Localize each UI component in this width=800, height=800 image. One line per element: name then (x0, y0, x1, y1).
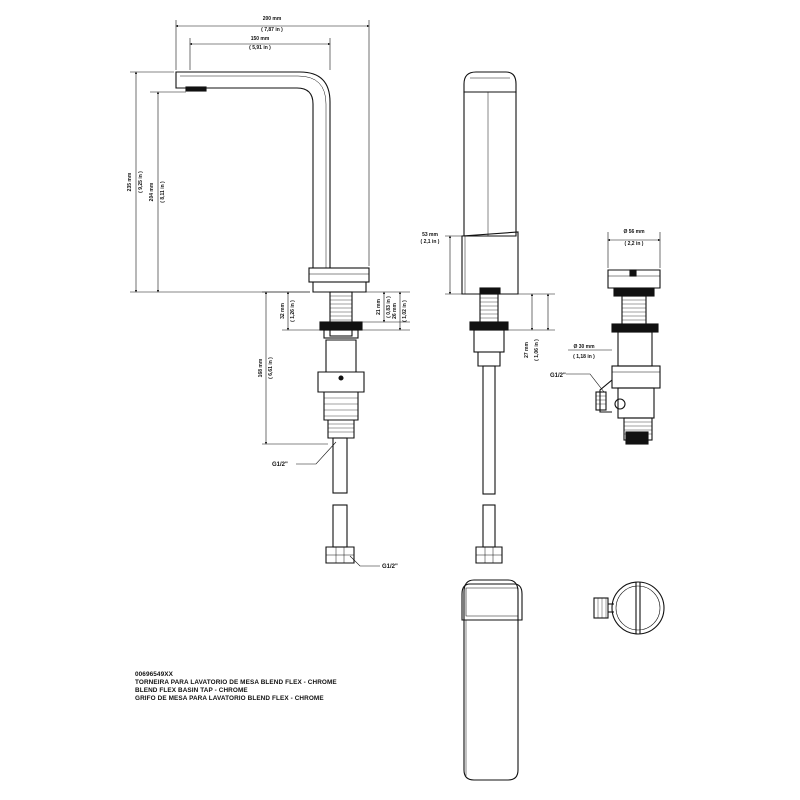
body-flange (312, 281, 367, 293)
dim-flange-depth-in: ( 1,26 in ) (290, 300, 296, 322)
body-base (308, 267, 370, 283)
dim-hole-diameter-mm: Ø 30 mm (573, 344, 595, 350)
dim-shank-length-mm: 168 mm (258, 358, 264, 377)
detail-view-dimensions (566, 232, 661, 393)
front-body-lower (461, 231, 519, 295)
dim-base-diameter-in: ( 2,2 in ) (625, 241, 644, 247)
callout-g-side: G1/2" (550, 373, 566, 379)
dim-overall-height-mm: 235 mm (127, 172, 133, 191)
front-hose-lower (482, 504, 496, 548)
product-name-pt: TORNEIRA PARA LAVATORIO DE MESA BLEND FL… (135, 679, 337, 686)
spout-inner-line (180, 75, 327, 268)
detail-mount-nut (611, 323, 659, 333)
dim-side-shank-in: ( 1,06 in ) (534, 339, 540, 361)
front-hose (482, 365, 496, 495)
front-body (463, 91, 517, 237)
dim-spout-reach-in: ( 5,91 in ) (249, 45, 271, 51)
product-name-en: BLEND FLEX BASIN TAP - CHROME (135, 687, 248, 694)
dim-overall-reach-in: ( 7,87 in ) (261, 27, 283, 33)
dim-body-width-in: ( 2,1 in ) (421, 239, 440, 245)
side-view (175, 71, 370, 564)
hose (332, 437, 348, 494)
mount-nut (319, 321, 363, 331)
hose-nut (325, 546, 355, 564)
detail-view (595, 269, 661, 445)
front-hose-nut (475, 546, 503, 564)
dim-spout-height-in: ( 8,11 in ) (160, 181, 166, 203)
dim-nut-height-mm: 21 mm (376, 299, 382, 315)
dim-shank-length-in: ( 6,61 in ) (268, 357, 274, 379)
top-view-outer (461, 583, 523, 621)
dim-overall-height-in: ( 9,25 in ) (138, 171, 144, 193)
callout-g-hose: G1/2" (382, 564, 398, 570)
dim-base-diameter-mm: Ø 56 mm (623, 229, 645, 235)
dim-max-deck-mm: 26 mm (392, 303, 398, 319)
front-view (461, 71, 519, 564)
spout-outline (175, 71, 331, 269)
top-view-body (463, 579, 519, 781)
side-view-dimension-text: 200 mm ( 7,87 in ) 150 mm ( 5,91 in ) 23… (127, 16, 408, 570)
front-spout-top (463, 71, 517, 93)
dim-flange-depth-mm: 32 mm (280, 303, 286, 319)
detail-view-dimension-text: Ø 56 mm ( 2,2 in ) Ø 30 mm ( 1,18 in ) G… (550, 229, 645, 379)
title-block: 00696549XX TORNEIRA PARA LAVATORIO DE ME… (135, 671, 435, 703)
top-view (461, 579, 523, 781)
valve-indicator (338, 375, 344, 381)
dim-overall-reach-mm: 200 mm (263, 16, 282, 22)
dim-nut-height-in: ( 0,83 in ) (386, 296, 392, 318)
front-mount-nut (469, 321, 509, 331)
valve-body (325, 339, 357, 373)
front-base-ring (479, 287, 501, 295)
detail-base-ring (613, 287, 655, 297)
detail-bottom-thread (625, 431, 649, 445)
detail-side-inlet (599, 379, 613, 413)
detail-valve-body (611, 365, 661, 389)
hose-lower (332, 504, 348, 548)
dim-spout-reach-mm: 150 mm (251, 36, 270, 42)
round-base-view (593, 581, 665, 635)
aerator (185, 86, 207, 92)
round-base-outer (611, 581, 665, 635)
callout-g-main: G1/2" (272, 462, 288, 468)
product-name-es: GRIFO DE MESA PARA LAVATORIO BLEND FLEX … (135, 695, 324, 702)
dim-spout-height-mm: 204 mm (149, 182, 155, 201)
mount-thread (329, 291, 353, 337)
side-view-dimensions (130, 20, 410, 567)
dim-hole-diameter-in: ( 1,18 in ) (573, 354, 595, 360)
detail-top (607, 269, 661, 289)
dim-max-deck-in: ( 1,02 in ) (402, 300, 408, 322)
round-base-inlet (593, 597, 609, 619)
dim-side-shank-mm: 27 mm (524, 342, 530, 358)
product-code: 00696549XX (135, 671, 173, 678)
front-view-dimension-text: 53 mm ( 2,1 in ) 27 mm ( 1,06 in ) (421, 232, 540, 361)
dim-body-width-mm: 53 mm (422, 232, 438, 238)
front-view-dimensions (445, 235, 555, 331)
